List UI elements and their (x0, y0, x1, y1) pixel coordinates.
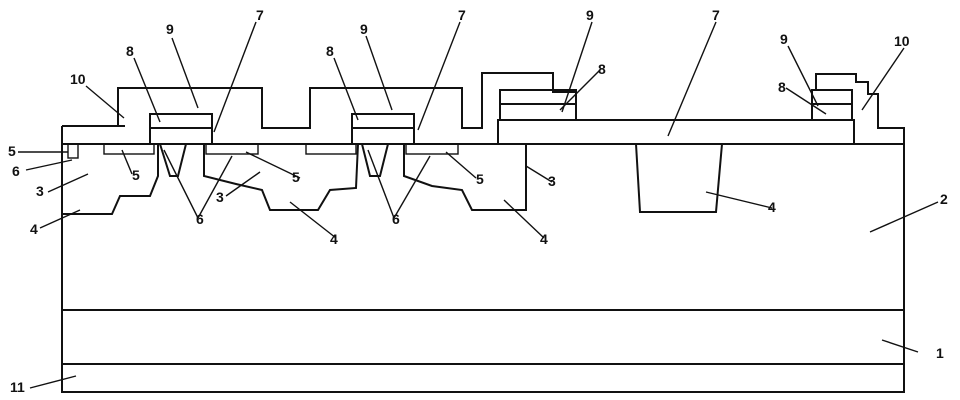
label-8-gate3: 8 (598, 61, 606, 77)
trench-region-6b (361, 143, 389, 177)
label-6-gate2: 6 (392, 211, 400, 227)
gate-stack-3 (499, 89, 577, 121)
label-4-mid: 4 (330, 231, 338, 247)
label-4-left: 4 (30, 221, 38, 237)
label-9-gate1: 9 (166, 21, 174, 37)
passivation-layer-10-right (815, 73, 905, 144)
label-10-right: 10 (894, 33, 910, 49)
label-11: 11 (10, 379, 25, 395)
surface-dielectric (61, 125, 125, 144)
trench-region-6a (159, 143, 187, 177)
label-6-gate1: 6 (196, 211, 204, 227)
substrate-layers (61, 143, 905, 393)
isolation-trench-4 (635, 143, 723, 213)
contact-regions-5 (67, 143, 459, 159)
label-6-left: 6 (12, 163, 20, 179)
label-2: 2 (940, 191, 948, 207)
label-4-right: 4 (540, 231, 548, 247)
label-5-mid: 5 (292, 169, 300, 185)
label-9-gate4: 9 (780, 31, 788, 47)
label-8-gate1: 8 (126, 43, 134, 59)
reference-labels: 1 2 11 5 6 3 4 10 8 9 7 5 6 3 5 4 8 9 7 … (8, 7, 948, 395)
label-1: 1 (936, 345, 944, 361)
label-7-field-plate: 7 (712, 7, 720, 23)
passivation-layer-10 (62, 72, 577, 129)
diffusion-region-left (62, 144, 159, 215)
label-3-left: 3 (36, 183, 44, 199)
label-5-left: 5 (8, 143, 16, 159)
label-3-right: 3 (548, 173, 556, 189)
gate-stack-1 (149, 113, 213, 145)
label-8-gate2: 8 (326, 43, 334, 59)
label-3-mid: 3 (216, 189, 224, 205)
label-4-trench: 4 (768, 199, 776, 215)
label-7-gate2: 7 (458, 7, 466, 23)
label-9-gate3: 9 (586, 7, 594, 23)
diffusion-region-right (403, 144, 527, 211)
substrate-outline (61, 143, 905, 393)
label-5-gate1: 5 (132, 167, 140, 183)
label-7-gate1: 7 (256, 7, 264, 23)
label-5-right: 5 (476, 171, 484, 187)
label-10-left: 10 (70, 71, 86, 87)
label-8-gate4: 8 (778, 79, 786, 95)
label-9-gate2: 9 (360, 21, 368, 37)
leader-lines (18, 21, 939, 389)
electrode-layer-7-right (497, 119, 855, 145)
gate-stack-2 (351, 113, 415, 145)
diffusion-region-mid (203, 143, 359, 211)
